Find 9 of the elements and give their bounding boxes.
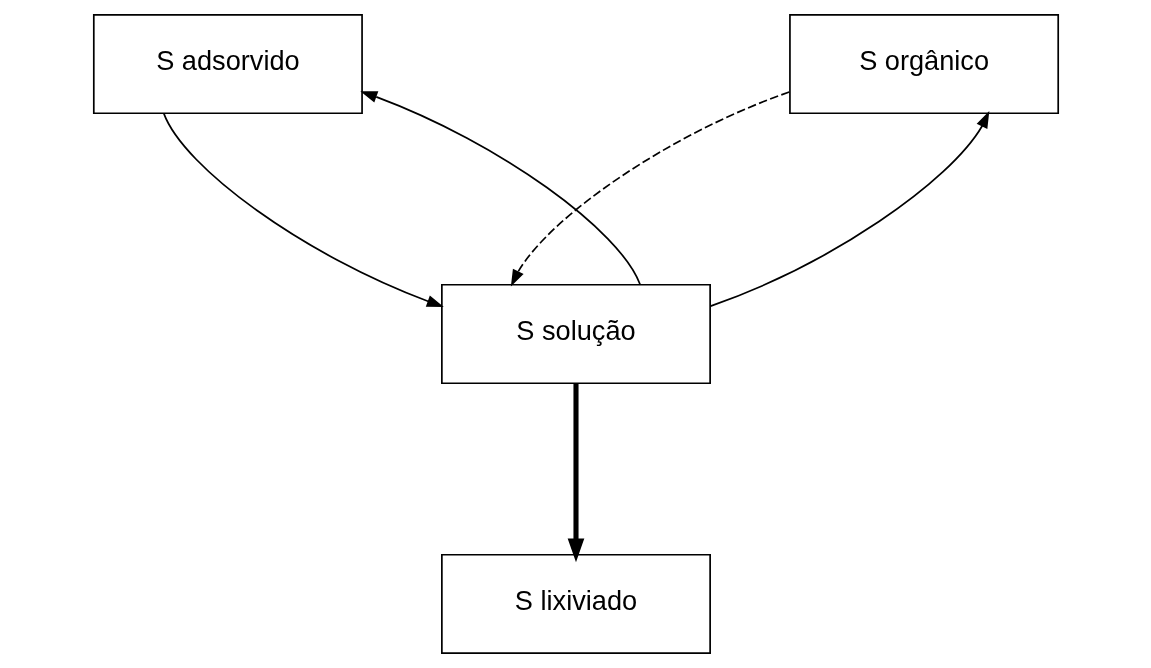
arrow	[162, 112, 444, 307]
node-box: S lixiviado	[440, 553, 711, 655]
node-box: S solução	[440, 283, 711, 385]
arrow	[709, 111, 989, 307]
arrow	[567, 383, 584, 563]
node-box: S adsorvido	[92, 13, 363, 115]
arrow	[359, 91, 641, 286]
node-box: S orgânico	[788, 13, 1059, 115]
arrow	[510, 91, 790, 287]
